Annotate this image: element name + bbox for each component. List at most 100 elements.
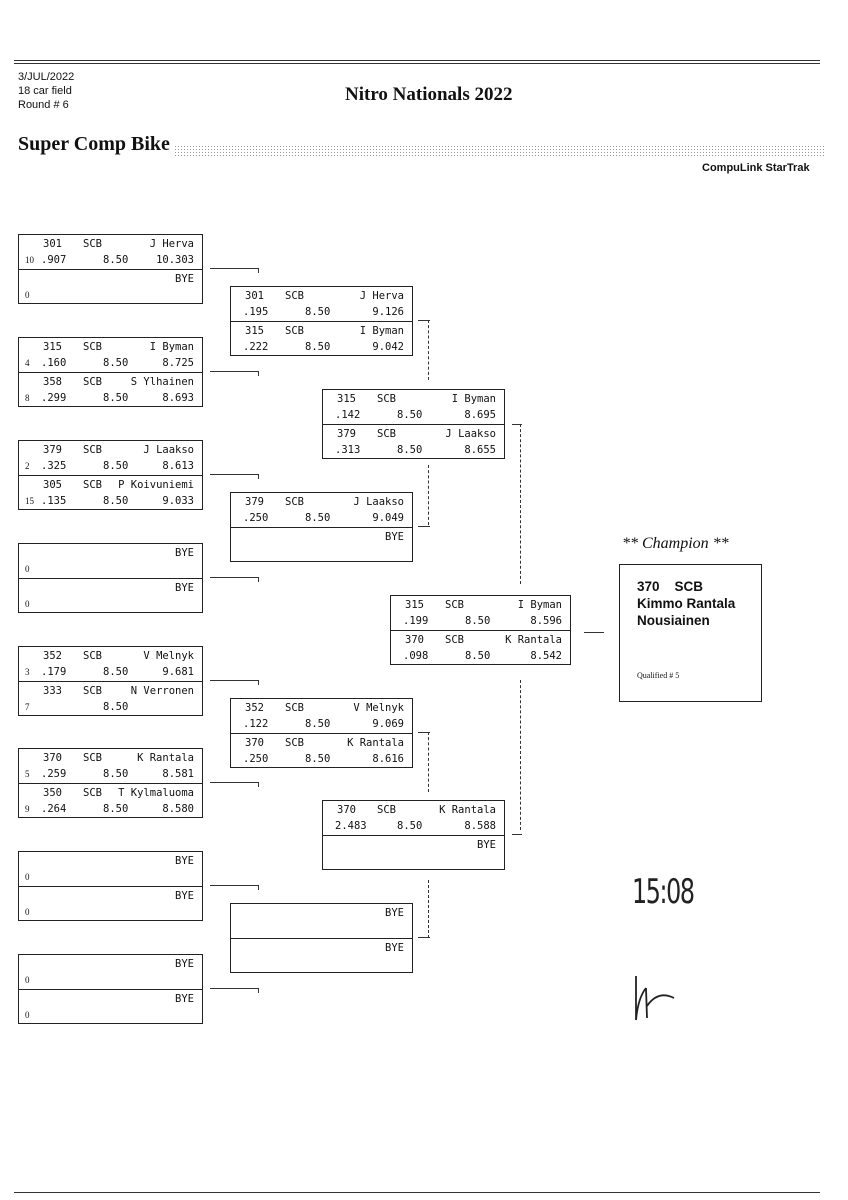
racer-name: P Koivuniemi — [118, 479, 194, 491]
dial-in: 8.50 — [465, 615, 491, 627]
elapsed-time: 8.616 — [372, 753, 404, 765]
car-number: 301 — [245, 290, 264, 302]
dial-in: 8.50 — [103, 495, 129, 507]
bracket-connector — [428, 732, 429, 792]
reaction-time: .098 — [403, 650, 429, 662]
car-number: 370 — [337, 804, 356, 816]
racer-name: J Laakso — [445, 428, 496, 440]
qualifying-seed: 0 — [25, 290, 30, 300]
bracket-connector — [418, 526, 430, 527]
bracket-connector — [258, 474, 259, 479]
champion-name: Kimmo Rantala — [637, 596, 736, 611]
reaction-time: .325 — [41, 460, 67, 472]
dial-in: 8.50 — [103, 254, 129, 266]
reaction-time: .264 — [41, 803, 67, 815]
racer-name: K Rantala — [347, 737, 404, 749]
racer-name: BYE — [385, 531, 404, 543]
bracket-connector — [258, 680, 259, 685]
software-brand: CompuLink StarTrak — [702, 162, 810, 174]
car-number: 301 — [43, 238, 62, 250]
entry-slot: BYE — [323, 835, 504, 870]
reaction-time: .259 — [41, 768, 67, 780]
elapsed-time: 9.033 — [162, 495, 194, 507]
elapsed-time: 8.695 — [464, 409, 496, 421]
entry-slot: BYE 0 — [19, 886, 202, 921]
elapsed-time: 9.126 — [372, 306, 404, 318]
car-number: 315 — [43, 341, 62, 353]
bracket-connector — [428, 320, 429, 380]
racer-name: J Herva — [149, 238, 194, 250]
dial-in: 8.50 — [465, 650, 491, 662]
car-number: 350 — [43, 787, 62, 799]
handwritten-signature — [635, 976, 675, 1021]
bracket-connector — [210, 268, 258, 269]
reaction-time: .160 — [41, 357, 67, 369]
car-class: SCB — [285, 325, 304, 337]
car-number: 315 — [405, 599, 424, 611]
dial-in: 8.50 — [305, 512, 331, 524]
car-number: 379 — [245, 496, 264, 508]
racer-name: V Melnyk — [143, 650, 194, 662]
dial-in: 8.50 — [305, 306, 331, 318]
car-number: 370 — [245, 737, 264, 749]
car-number: 352 — [245, 702, 264, 714]
reaction-time: .299 — [41, 392, 67, 404]
dial-in: 8.50 — [103, 392, 129, 404]
racer-name: BYE — [175, 890, 194, 902]
elapsed-time: 10.303 — [156, 254, 194, 266]
elapsed-time: 9.042 — [372, 341, 404, 353]
car-class: SCB — [285, 702, 304, 714]
qualifying-seed: 0 — [25, 975, 30, 985]
entry-slot: BYE — [231, 904, 412, 938]
elapsed-time: 9.049 — [372, 512, 404, 524]
racer-name: BYE — [385, 907, 404, 919]
class-title: Super Comp Bike — [18, 133, 170, 155]
event-title: Nitro Nationals 2022 — [345, 84, 513, 105]
bottom-rule — [14, 1192, 820, 1193]
qualifying-seed: 5 — [25, 769, 30, 779]
car-class: SCB — [83, 341, 102, 353]
bracket-connector — [512, 834, 522, 835]
elapsed-time: 8.542 — [530, 650, 562, 662]
reaction-time: .313 — [335, 444, 361, 456]
qualifying-seed: 0 — [25, 1010, 30, 1020]
racer-name: BYE — [175, 547, 194, 559]
racer-name: BYE — [175, 958, 194, 970]
dial-in: 8.50 — [103, 666, 129, 678]
bracket-connector — [258, 782, 259, 787]
reaction-time: .250 — [243, 753, 269, 765]
top-rule-2 — [14, 63, 820, 64]
dial-in: 8.50 — [103, 701, 129, 713]
reaction-time: .179 — [41, 666, 67, 678]
bracket-connector — [258, 988, 259, 993]
car-number: 358 — [43, 376, 62, 388]
bracket-connector — [210, 577, 258, 578]
dial-in: 8.50 — [103, 803, 129, 815]
dial-in: 8.50 — [397, 820, 423, 832]
reaction-time: .135 — [41, 495, 67, 507]
qualifying-seed: 9 — [25, 804, 30, 814]
champion-town: Nousiainen — [637, 613, 710, 628]
bracket-connector — [418, 937, 430, 938]
elapsed-time: 9.681 — [162, 666, 194, 678]
qualifying-seed: 2 — [25, 461, 30, 471]
qualifying-seed: 0 — [25, 907, 30, 917]
elapsed-time: 8.581 — [162, 768, 194, 780]
bracket-connector — [210, 680, 258, 681]
racer-name: K Rantala — [439, 804, 496, 816]
car-number: 370 — [43, 752, 62, 764]
racer-name: K Rantala — [137, 752, 194, 764]
